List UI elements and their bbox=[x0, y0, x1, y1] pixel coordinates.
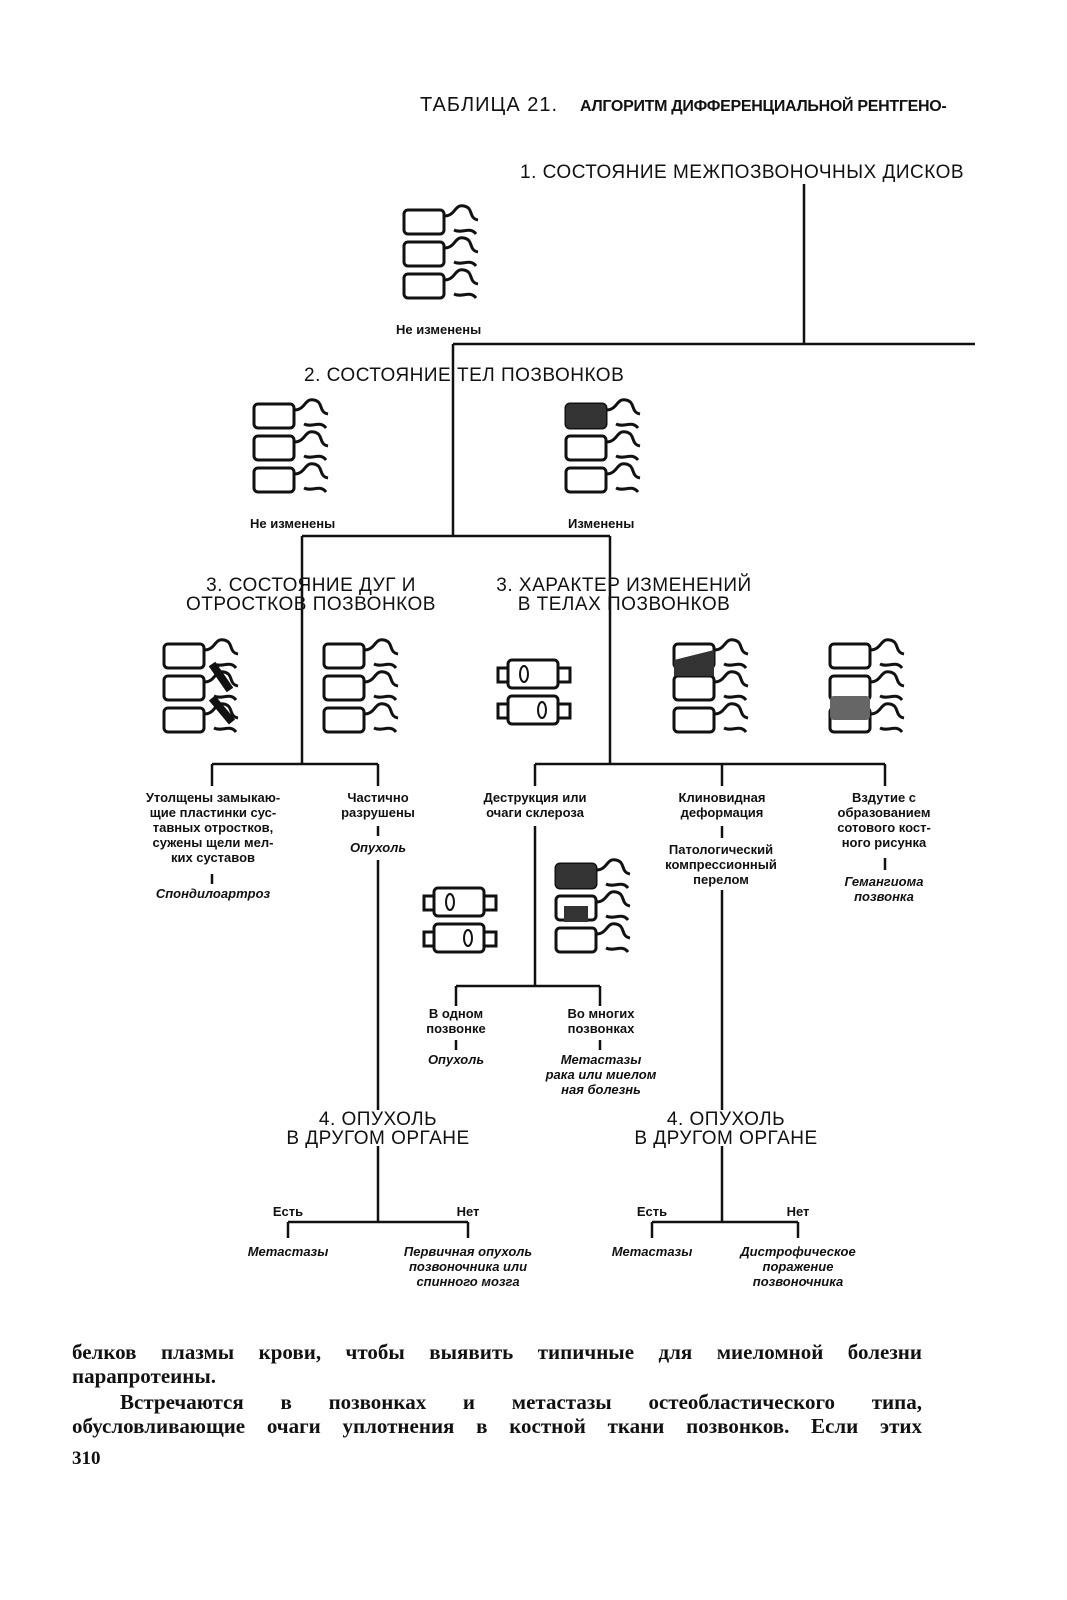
text-line: Деструкция или bbox=[483, 790, 587, 805]
text-line: деформация bbox=[680, 805, 764, 820]
table-title: АЛГОРИТМ ДИФФЕРЕНЦИАЛЬНОЙ РЕНТГЕНО- bbox=[580, 98, 947, 115]
text-line: очаги склероза bbox=[486, 805, 584, 820]
yes-right-label: Есть bbox=[636, 1204, 668, 1219]
text-line: Вздутие с bbox=[851, 790, 917, 805]
step2-heading: 2. СОСТОЯНИЕ ТЕЛ ПОЗВОНКОВ bbox=[304, 365, 625, 386]
text-line: сотового кост- bbox=[837, 820, 931, 835]
one-vertebra-text: В одном позвонке bbox=[400, 1006, 512, 1036]
text-line: Утолщены замыкаю- bbox=[145, 790, 281, 805]
text-line: спинного мозга bbox=[416, 1274, 520, 1289]
hemangioma-diagnosis: Гемангиома позвонка bbox=[814, 874, 954, 904]
step3-left-heading-line: 3. СОСТОЯНИЕ ДУГ И bbox=[206, 575, 416, 596]
dystrophic-diagnosis: Дистрофическое поражение позвоночника bbox=[728, 1244, 868, 1289]
text-line: Метастазы bbox=[560, 1052, 642, 1067]
metastases-cancer-diagnosis: Метастазы рака или миелом ная болезнь bbox=[540, 1052, 662, 1097]
vertebrae-illustration-unchanged-bodies bbox=[252, 398, 330, 494]
text-line: позвонке bbox=[426, 1021, 486, 1036]
text-line: поражение bbox=[762, 1259, 834, 1274]
step3-left-heading: 3. СОСТОЯНИЕ ДУГ И ОТРОСТКОВ ПОЗВОНКОВ bbox=[186, 576, 436, 614]
text-line: ких суставов bbox=[170, 850, 256, 865]
text-line: позвонках bbox=[567, 1021, 635, 1036]
vertebrae-illustration-one-vertebra bbox=[422, 886, 498, 954]
thickened-plates-text: Утолщены замыкаю- щие пластинки сус- тав… bbox=[128, 790, 298, 865]
text-line: В одном bbox=[428, 1006, 484, 1021]
step4-left-heading-line: 4. ОПУХОЛЬ bbox=[318, 1109, 438, 1130]
text-line: щие пластинки сус- bbox=[149, 805, 277, 820]
text-line: позвоночника или bbox=[408, 1259, 528, 1274]
text-line: Во многих bbox=[567, 1006, 635, 1021]
text-line: сужены щели мел- bbox=[152, 835, 274, 850]
step4-left-heading-line: В ДРУГОМ ОРГАНЕ bbox=[286, 1128, 470, 1149]
step3-right-heading-line: В ТЕЛАХ ПОЗВОНКОВ bbox=[517, 594, 731, 615]
metastases-right-diagnosis: Метастазы bbox=[611, 1244, 693, 1259]
text-line: ная болезнь bbox=[561, 1082, 641, 1097]
no-left-label: Нет bbox=[456, 1204, 480, 1219]
text-line: Патологический bbox=[668, 842, 774, 857]
step1-heading: 1. СОСТОЯНИЕ МЕЖПОЗВОНОЧНЫХ ДИСКОВ bbox=[520, 162, 965, 183]
text-line: компрессионный bbox=[665, 857, 777, 872]
text-line: позвонка bbox=[854, 889, 914, 904]
text-line: образованием bbox=[837, 805, 931, 820]
body-line: Встречаются в позвонках и метастазы осте… bbox=[120, 1390, 922, 1414]
primary-tumor-diagnosis: Первичная опухоль позвоночника или спинн… bbox=[392, 1244, 544, 1289]
body-paragraph-1: белков плазмы крови, чтобы выявить типич… bbox=[72, 1340, 922, 1388]
step2-changed-label: Изменены bbox=[568, 516, 635, 531]
text-line: Дистрофическое bbox=[740, 1244, 856, 1259]
body-line: обусловливающие очаги уплотнения в костн… bbox=[72, 1414, 922, 1438]
step3-right-heading-line: 3. ХАРАКТЕР ИЗМЕНЕНИЙ bbox=[496, 575, 752, 596]
text-line: Гемангиома bbox=[844, 874, 924, 889]
swelling-text: Вздутие с образованием сотового кост- но… bbox=[814, 790, 954, 850]
vertebrae-illustration-destruction bbox=[496, 658, 572, 726]
metastases-left-diagnosis: Метастазы bbox=[247, 1244, 329, 1259]
step4-right-heading-line: В ДРУГОМ ОРГАНЕ bbox=[634, 1128, 818, 1149]
text-line: Клиновидная bbox=[678, 790, 766, 805]
step3-right-heading: 3. ХАРАКТЕР ИЗМЕНЕНИЙ В ТЕЛАХ ПОЗВОНКОВ bbox=[496, 576, 752, 614]
body-line: парапротеины. bbox=[72, 1364, 216, 1388]
step1-unchanged-label: Не изменены bbox=[396, 322, 482, 337]
many-vertebrae-text: Во многих позвонках bbox=[546, 1006, 656, 1036]
tumor-diagnosis-b: Опухоль bbox=[427, 1052, 485, 1067]
connector-lines bbox=[210, 184, 975, 1238]
wedge-deformation-text: Клиновидная деформация bbox=[656, 790, 788, 820]
step4-right-heading: 4. ОПУХОЛЬ В ДРУГОМ ОРГАНЕ bbox=[616, 1110, 836, 1148]
no-right-label: Нет bbox=[786, 1204, 810, 1219]
step4-right-heading-line: 4. ОПУХОЛЬ bbox=[666, 1109, 786, 1130]
yes-left-label: Есть bbox=[272, 1204, 304, 1219]
text-line: Частично bbox=[347, 790, 409, 805]
text-line: тавных отростков, bbox=[152, 820, 274, 835]
table-number: ТАБЛИЦА 21. bbox=[420, 94, 559, 116]
text-line: позвоночника bbox=[752, 1274, 844, 1289]
destruction-text: Деструкция или очаги склероза bbox=[460, 790, 610, 820]
step3-left-heading-line: ОТРОСТКОВ ПОЗВОНКОВ bbox=[186, 594, 436, 615]
body-paragraph-2: Встречаются в позвонках и метастазы осте… bbox=[72, 1390, 922, 1438]
text-line: рака или миелом bbox=[545, 1067, 657, 1082]
text-line: перелом bbox=[693, 872, 749, 887]
vertebrae-illustration-partial-destruction bbox=[322, 638, 400, 734]
text-line: Первичная опухоль bbox=[403, 1244, 533, 1259]
step4-left-heading: 4. ОПУХОЛЬ В ДРУГОМ ОРГАНЕ bbox=[268, 1110, 488, 1148]
tumor-diagnosis-a: Опухоль bbox=[349, 840, 407, 855]
body-line: белков плазмы крови, чтобы выявить типич… bbox=[72, 1340, 922, 1364]
page-number: 310 bbox=[72, 1448, 101, 1469]
partially-destroyed-text: Частично разрушены bbox=[318, 790, 438, 820]
vertebrae-illustration-normal-discs bbox=[402, 204, 480, 300]
text-line: ного рисунка bbox=[841, 835, 927, 850]
step2-unchanged-label: Не изменены bbox=[250, 516, 336, 531]
pathological-fracture-text: Патологический компрессионный перелом bbox=[646, 842, 796, 887]
text-line: разрушены bbox=[341, 805, 415, 820]
spondyloarthrosis-diagnosis: Спондилоартроз bbox=[155, 886, 271, 901]
